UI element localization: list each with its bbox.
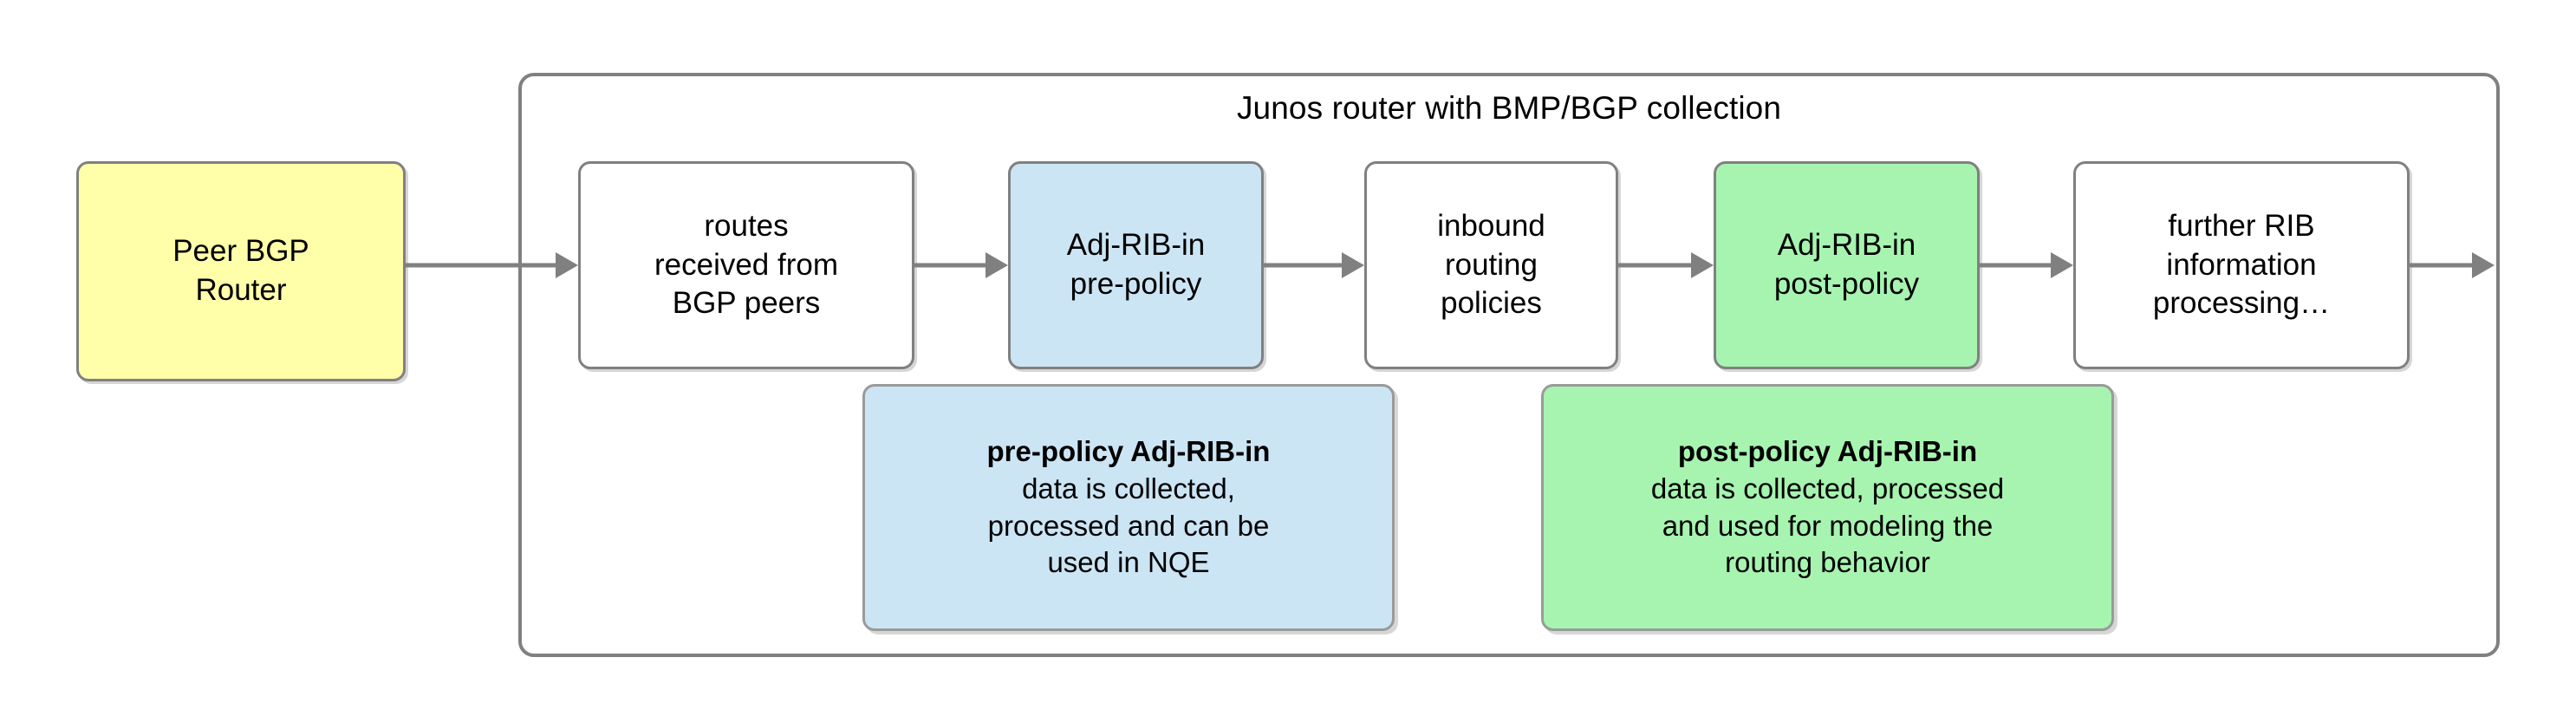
note-post-policy: post-policy Adj-RIB-in data is collected…: [1541, 384, 2114, 631]
arrow-head: [556, 252, 578, 278]
node-further-rib-processing-label: further RIB information processing…: [2152, 208, 2331, 321]
note-post-policy-body: data is collected, processed and used fo…: [1650, 472, 2005, 579]
arrow-line: [1264, 263, 1342, 268]
node-adj-rib-in-pre-policy-label: Adj-RIB-in pre-policy: [1066, 228, 1206, 301]
router-boundary: [518, 73, 2500, 657]
node-adj-rib-in-post-policy-label: Adj-RIB-in post-policy: [1773, 228, 1920, 301]
node-adj-rib-in-post-policy[interactable]: Adj-RIB-in post-policy: [1714, 161, 1980, 369]
arrow-line: [1980, 263, 2051, 268]
node-inbound-routing-policies-label: inbound routing policies: [1437, 208, 1545, 321]
note-pre-policy-body: data is collected, processed and can be …: [987, 472, 1270, 579]
note-pre-policy-heading: pre-policy Adj-RIB-in: [986, 434, 1271, 467]
node-peer-bgp-router[interactable]: Peer BGP Router: [76, 161, 406, 381]
arrow-line: [914, 263, 986, 268]
arrow-head: [2051, 252, 2073, 278]
node-routes-received-label: routes received from BGP peers: [654, 208, 839, 321]
note-post-policy-heading: post-policy Adj-RIB-in: [1677, 434, 1978, 467]
arrow-head: [986, 252, 1008, 278]
arrow-head: [1342, 252, 1364, 278]
node-peer-bgp-router-label: Peer BGP Router: [172, 234, 309, 307]
arrow-line: [406, 263, 556, 268]
node-further-rib-processing[interactable]: further RIB information processing…: [2073, 161, 2410, 369]
note-pre-policy: pre-policy Adj-RIB-in data is collected,…: [862, 384, 1395, 631]
node-adj-rib-in-pre-policy[interactable]: Adj-RIB-in pre-policy: [1008, 161, 1264, 369]
node-inbound-routing-policies[interactable]: inbound routing policies: [1364, 161, 1618, 369]
arrow-head: [2472, 252, 2495, 278]
arrow-head: [1691, 252, 1714, 278]
arrow-line: [2410, 263, 2472, 268]
node-routes-received[interactable]: routes received from BGP peers: [578, 161, 914, 369]
router-boundary-title: Junos router with BMP/BGP collection: [1236, 90, 1782, 126]
arrow-line: [1618, 263, 1691, 268]
